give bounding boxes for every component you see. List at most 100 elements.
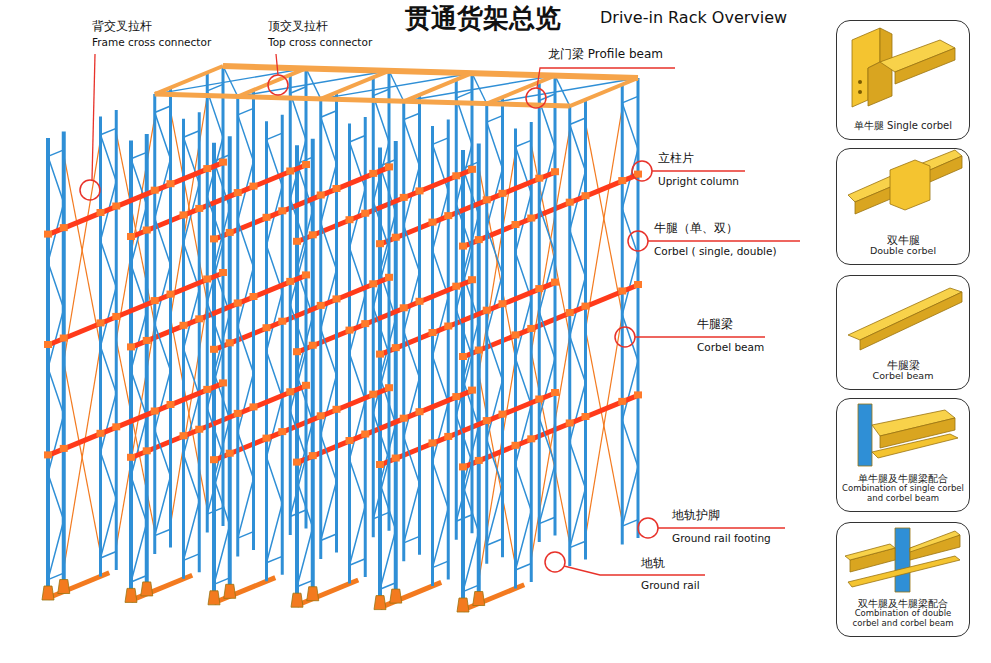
corbel (286, 167, 294, 174)
corbel (400, 304, 408, 311)
frame-bracing (155, 106, 171, 112)
callout-circle (632, 161, 652, 181)
frame-bracing (373, 512, 389, 518)
corbel (180, 432, 188, 439)
ground-rail-footing (390, 589, 402, 603)
corbel (127, 343, 135, 350)
leader-line (635, 336, 765, 337)
corbel (226, 229, 234, 236)
frame-bracing (404, 120, 420, 543)
panel-text: Double corbel (841, 246, 965, 257)
corbel (195, 205, 203, 212)
top-cross-connector (555, 76, 570, 106)
corbel (452, 172, 460, 179)
corbel (369, 391, 377, 398)
upright-column (153, 94, 156, 554)
upright-column (62, 132, 66, 592)
corbel (376, 351, 384, 358)
frame-cross-connector (64, 346, 101, 568)
corbel (400, 194, 408, 201)
corbel-part (910, 531, 960, 552)
corbel (333, 185, 341, 192)
upright-column (485, 104, 488, 564)
corbel (499, 190, 507, 197)
upright-column (145, 134, 149, 594)
frame-bracing (290, 510, 306, 516)
profile-beam (155, 66, 223, 94)
upright-column (348, 124, 351, 584)
part-panel: 单牛腿 Single corbel (836, 20, 970, 140)
corbel (112, 313, 120, 320)
frame-bracing (184, 137, 200, 560)
corbel (127, 454, 135, 461)
upright-column (281, 115, 284, 575)
corbel (210, 346, 218, 353)
corbel (392, 234, 400, 241)
ground-rail-footing (473, 592, 485, 606)
frame-bracing (321, 111, 337, 117)
ground-rail (297, 580, 358, 605)
corbel (293, 459, 301, 466)
frame-bracing (155, 529, 171, 535)
upright-column (568, 106, 571, 566)
corbel (317, 302, 325, 309)
frame-bracing (463, 585, 479, 591)
frame-bracing (131, 159, 147, 582)
corbel (180, 322, 188, 329)
part-panel: 双牛腿Double corbel (836, 148, 970, 265)
frame-cross-connector (64, 362, 101, 554)
upright-column (252, 90, 255, 550)
corbel (317, 412, 325, 419)
frame-bracing (433, 138, 449, 144)
corbel (582, 192, 590, 199)
frame-cross-connector (171, 111, 208, 303)
corbel (127, 233, 135, 240)
frame-bracing (184, 131, 200, 137)
frame-bracing (48, 150, 64, 156)
corbel-beam-part (872, 434, 958, 458)
frame-bracing (131, 576, 147, 582)
corbel (44, 231, 52, 238)
corbel (551, 168, 559, 175)
corbel (551, 279, 559, 286)
frame-bracing (214, 578, 230, 584)
corbel (333, 295, 341, 302)
frame-bracing (238, 108, 254, 114)
ground-rail (463, 585, 524, 610)
corbel (468, 166, 476, 173)
corbel-beam-part (848, 288, 962, 340)
upright-part (858, 404, 872, 466)
callout-circle (526, 88, 546, 108)
corbel (250, 403, 258, 410)
panel-caption: 牛腿梁Corbel beam (841, 359, 965, 382)
corbel (210, 456, 218, 463)
leader-line (652, 170, 745, 171)
corbel (416, 408, 424, 415)
corbel (369, 280, 377, 287)
corbel (302, 382, 310, 389)
upright-column (222, 66, 225, 526)
corbel-beam-part (848, 556, 960, 587)
corbel (302, 161, 310, 168)
frame-bracing (456, 515, 472, 521)
corbel (527, 435, 535, 442)
ground-rail (214, 578, 275, 603)
corbel (483, 196, 491, 203)
frame-bracing (207, 84, 223, 90)
upright-column (554, 76, 557, 536)
frame-bracing (404, 113, 420, 119)
upright-column (431, 126, 434, 586)
corbel-beam (48, 383, 223, 455)
ground-rail-footing (58, 580, 70, 594)
part-name: Top cross connector (268, 36, 372, 48)
corbel (219, 159, 227, 166)
frame-cross-connector (586, 123, 623, 315)
upright-column (621, 84, 624, 544)
corbel (293, 348, 301, 355)
leader-line (276, 54, 278, 75)
corbel (219, 269, 227, 276)
frame-bracing (456, 92, 472, 98)
ground-rail-footing (42, 586, 54, 600)
